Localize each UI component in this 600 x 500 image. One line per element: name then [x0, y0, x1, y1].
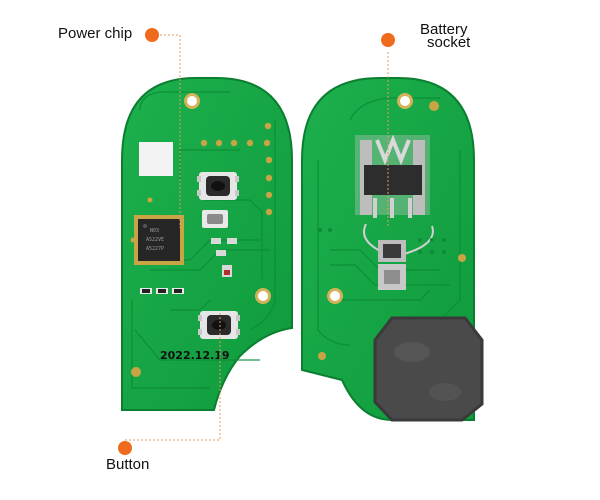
right-pcb-board	[301, 77, 484, 422]
power-chip: N03 A522VE A5227P	[134, 215, 184, 265]
battery-contact	[378, 240, 406, 290]
leader-lines	[125, 34, 389, 441]
rubber-cover	[373, 316, 484, 422]
tactile-switch-button	[198, 311, 240, 339]
mounting-hole	[184, 93, 200, 109]
chip-marking-line2: A522VE	[146, 237, 164, 243]
crystal-component	[202, 210, 228, 228]
left-pcb-board: N03 A522VE A5227P 2022.	[121, 77, 293, 411]
pcb-date-print: 2022.12.19	[160, 349, 230, 362]
battery-socket-label-line1: Battery	[420, 21, 468, 38]
callout-dot-battery-socket	[381, 33, 395, 47]
callout-dot-power-chip	[145, 28, 159, 42]
mounting-hole	[255, 288, 271, 304]
battery-socket-label-line2: socket	[427, 34, 471, 51]
power-chip-label: Power chip	[58, 25, 133, 42]
white-label-pad	[139, 142, 173, 176]
tactile-switch-upper	[197, 172, 239, 200]
battery-socket	[355, 134, 430, 218]
smd-components	[140, 238, 237, 294]
chip-marking-line1: N03	[150, 228, 159, 234]
mounting-hole	[327, 288, 343, 304]
chip-marking-line3: A5227P	[146, 246, 164, 252]
callout-dot-button	[118, 441, 132, 455]
mounting-hole	[397, 93, 413, 109]
button-label: Button	[106, 456, 150, 473]
